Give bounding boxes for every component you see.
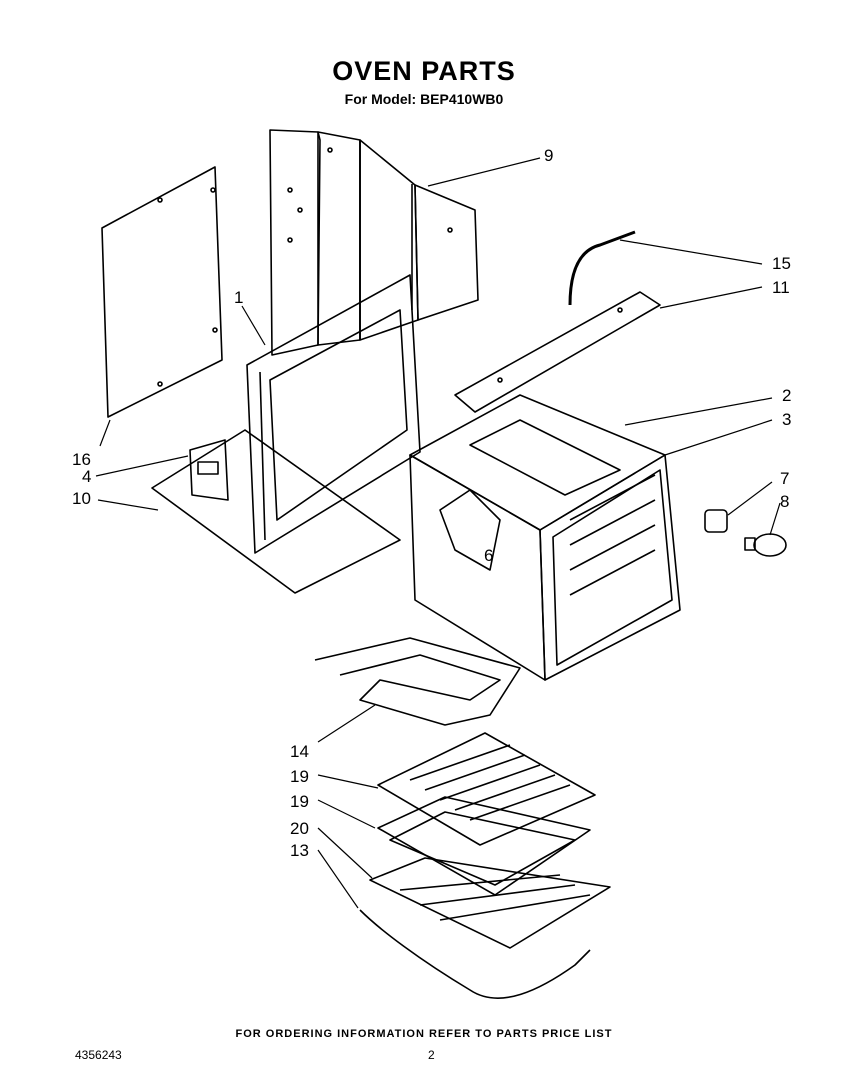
base-plate-part (151, 429, 401, 594)
callout-11: 11 (772, 278, 790, 297)
front-frame-part (246, 274, 421, 554)
callout-3: 3 (782, 410, 792, 429)
model-subtitle: For Model: BEP410WB0 (344, 91, 504, 107)
leader-lines (95, 157, 781, 909)
callout-2: 2 (782, 386, 792, 405)
callout-10: 10 (72, 489, 91, 508)
callout-7: 7 (780, 469, 790, 488)
broil-pan-part (377, 796, 591, 896)
tube-part (568, 230, 636, 306)
callout-4: 4 (82, 467, 92, 486)
page-title: OVEN PARTS (332, 56, 516, 86)
lamp-socket-part (704, 509, 728, 533)
wire-harness-part (359, 909, 591, 999)
callout-18: 19 (290, 792, 309, 811)
bracket-part (189, 439, 229, 501)
document-number: 4356243 (75, 1048, 122, 1062)
broil-rack-part (377, 732, 596, 846)
rail-strip-part (454, 291, 661, 413)
callout-14: 14 (290, 742, 309, 761)
rear-panel-part (101, 166, 223, 418)
oven-rack-part (369, 857, 611, 949)
callout-13: 13 (290, 841, 309, 860)
ordering-note: FOR ORDERING INFORMATION REFER TO PARTS … (235, 1028, 613, 1040)
callout-19: 19 (290, 767, 309, 786)
page-number: 2 (428, 1048, 435, 1062)
callout-20: 20 (290, 819, 309, 838)
callout-6: 6 (484, 546, 494, 565)
callout-9: 9 (544, 146, 554, 165)
callout-16: 16 (72, 450, 91, 469)
callout-1: 1 (234, 288, 244, 307)
light-bulb-part (744, 533, 787, 557)
callout-15: 15 (772, 254, 791, 273)
oven-cavity-part (409, 394, 681, 681)
cover-plate-part (439, 489, 501, 571)
outer-wrapper-part (269, 129, 479, 356)
bake-element-part (314, 637, 521, 726)
callout-8: 8 (780, 492, 790, 511)
